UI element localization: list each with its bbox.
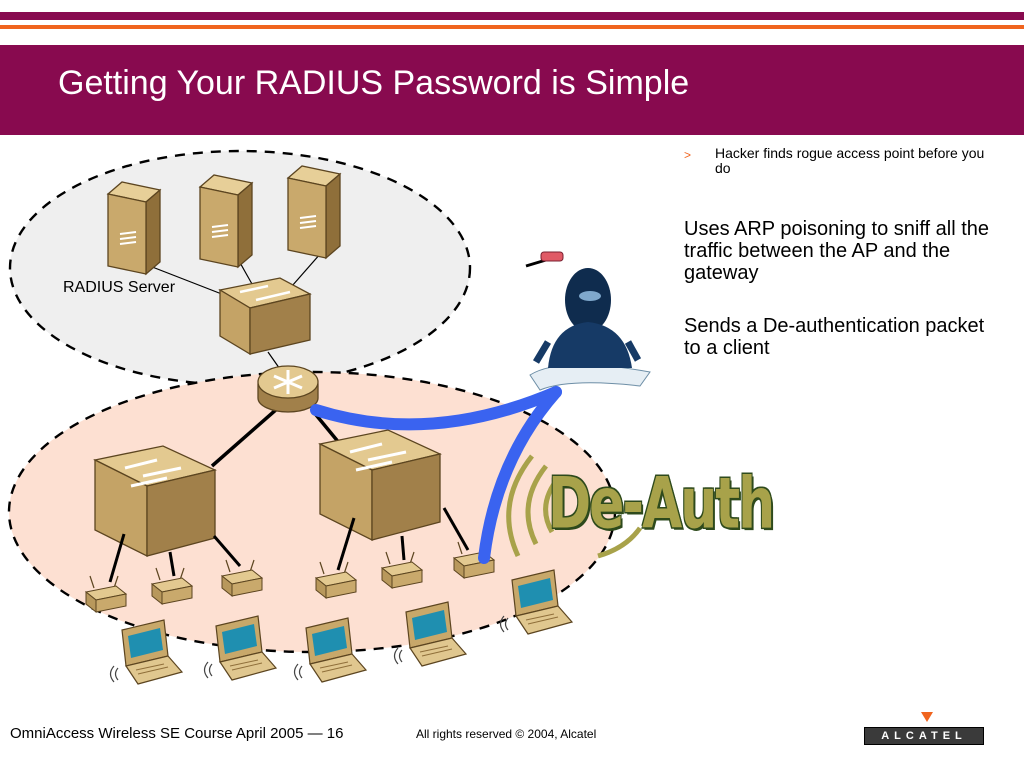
orange-stripe (0, 25, 1024, 29)
server-icon (107, 181, 161, 275)
ap-link (442, 507, 470, 551)
uplink (210, 406, 280, 468)
top-stripe (0, 12, 1024, 20)
switch-icon (218, 277, 312, 356)
ap-link (400, 535, 406, 561)
bullet-item: > Hacker finds rogue access point before… (684, 146, 994, 176)
server-icon (199, 174, 253, 268)
router-icon (257, 365, 319, 413)
footer-rights: All rights reserved © 2004, Alcatel (416, 727, 597, 741)
ap-link (336, 517, 356, 571)
server-link (141, 262, 233, 299)
logo-triangle-icon (921, 712, 933, 722)
rogue-link (310, 386, 562, 431)
hacker-icon (525, 251, 651, 391)
deauth-paragraph: Sends a De-authentication packet to a cl… (684, 315, 985, 359)
ap-link (212, 535, 242, 567)
server-icon (287, 165, 341, 259)
ap-link (168, 551, 176, 577)
network-diagram (7, 149, 651, 685)
bullet-marker: > (684, 148, 692, 162)
bullet-text: Hacker finds rogue access point before y… (715, 145, 985, 176)
arp-paragraph: Uses ARP poisoning to sniff all the traf… (684, 218, 989, 284)
switch-icon (93, 444, 217, 558)
switch-icon (318, 428, 442, 542)
alcatel-logo: ALCATEL (864, 712, 986, 746)
slide-title: Getting Your RADIUS Password is Simple (58, 64, 690, 102)
deauth-wordart: De-Auth (548, 464, 775, 545)
ap-link (108, 533, 126, 583)
title-banner (0, 45, 1024, 135)
footer-course: OmniAccess Wireless SE Course April 2005… (10, 725, 344, 742)
logo-text: ALCATEL (881, 730, 967, 742)
logo-box: ALCATEL (864, 727, 984, 745)
wireless-signal-icon (506, 454, 643, 559)
rogue-link (478, 386, 562, 564)
radius-server-label: RADIUS Server (63, 279, 176, 296)
